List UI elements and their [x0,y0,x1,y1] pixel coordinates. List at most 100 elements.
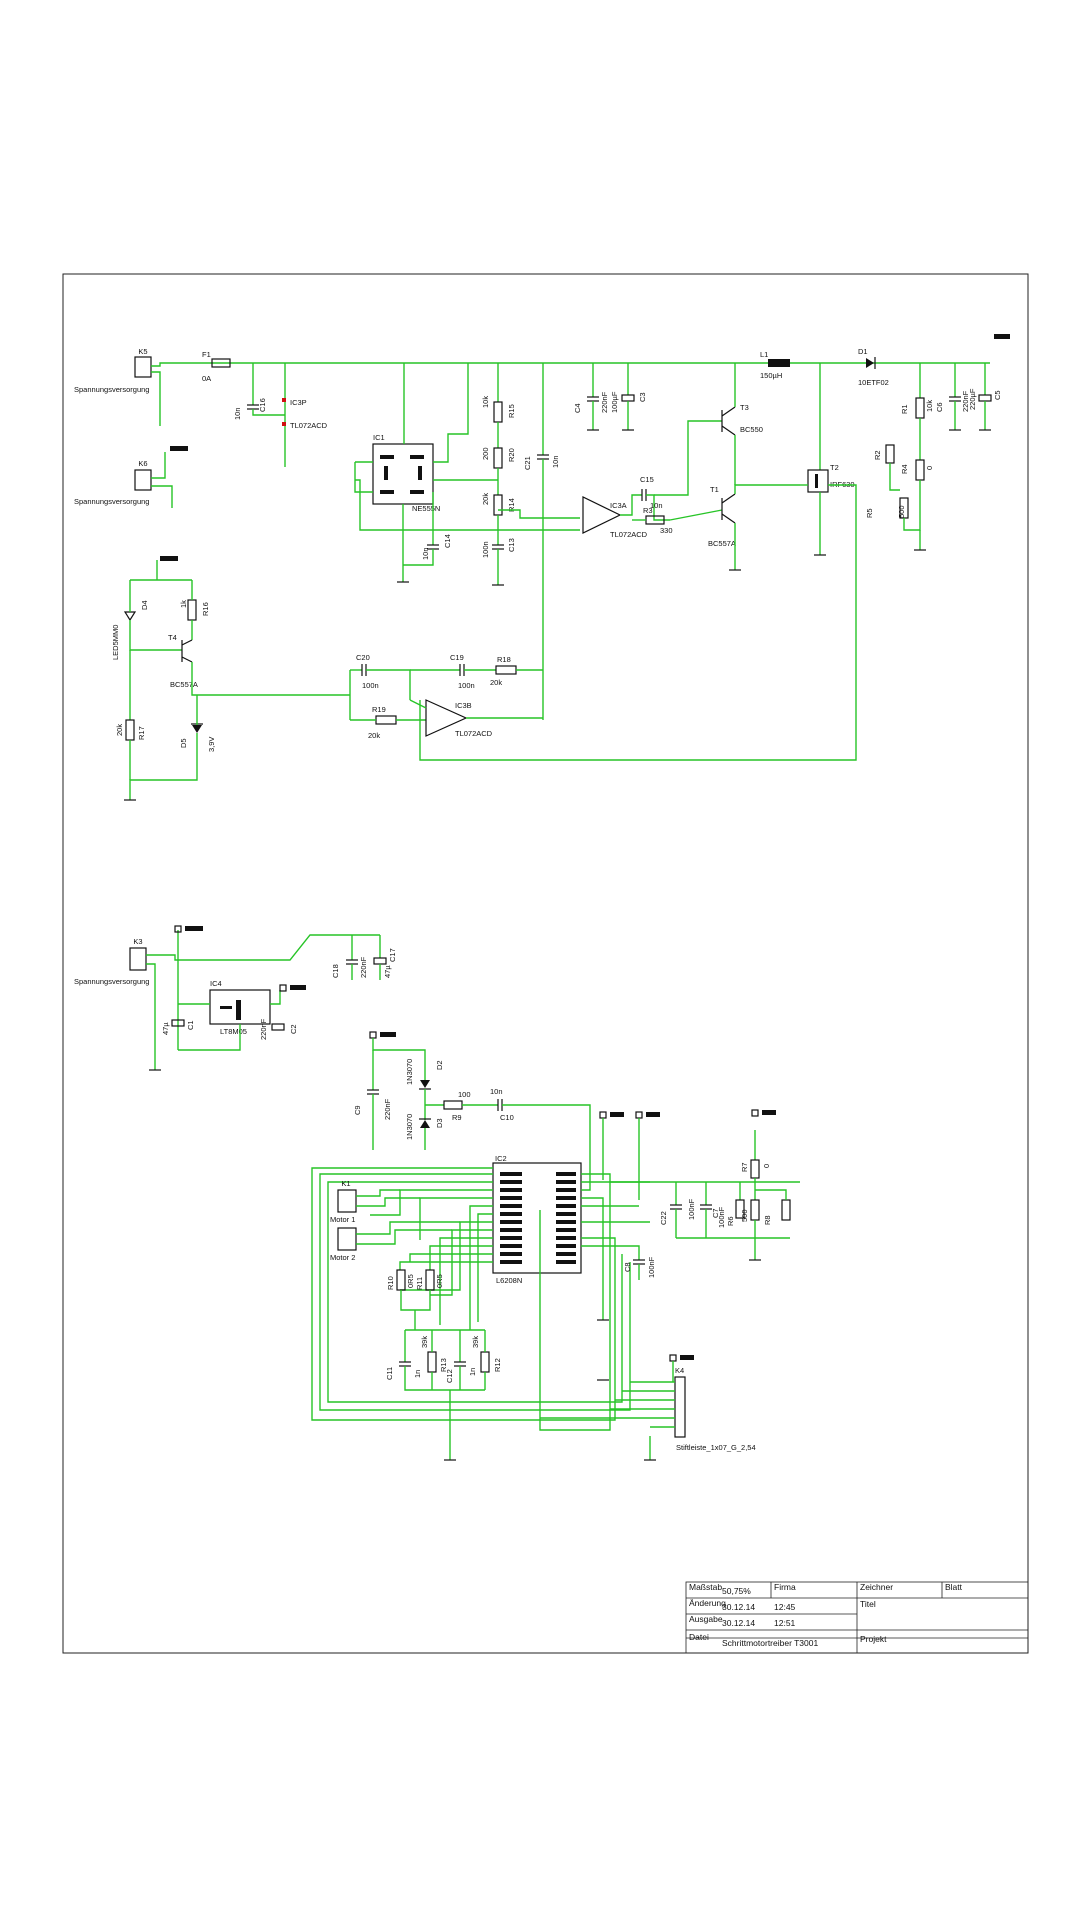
connector-motor1 [337,1189,357,1213]
label-f1v: 0A [202,374,211,383]
zener-d5 [192,725,202,733]
label-r15: R15 [507,404,516,418]
zeichner-label: Zeichner [860,1582,893,1592]
mosfet-t2 [807,469,829,493]
label-r19: R19 [372,705,386,714]
label-r9v: 100 [458,1090,471,1099]
drawing-frame [62,273,1029,1654]
label-r11: R11 [415,1277,424,1290]
ic2-pins-right [556,1172,576,1264]
label-c11v: 1n [413,1370,422,1378]
resistor-r18 [495,665,517,675]
label-c9: C9 [353,1105,362,1115]
resistor-r4 [915,459,925,481]
diode-d3 [420,1120,430,1128]
connector-k5 [134,356,152,378]
connector-motor2 [337,1227,357,1251]
label-c2: C2 [289,1024,298,1034]
label-r14v: 20k [481,493,490,505]
label-r17: R17 [137,726,146,740]
label-r9: R9 [452,1113,462,1122]
label-k1: K1 [341,1179,350,1188]
label-c4v: 220nF [600,391,609,413]
resistor-r19 [375,715,397,725]
header-k4 [674,1376,686,1438]
resistor-r14 [493,494,503,516]
label-ic1: IC1 [373,433,385,442]
label-c4: C4 [573,403,582,413]
label-r7v: 0 [762,1164,771,1168]
label-r13v: 39k [420,1336,429,1348]
label-c16: C16 [258,398,267,412]
label-c12: C12 [445,1369,454,1383]
label-k5: K5 [138,347,147,356]
title-block: Maßstab 50,75% Firma Zeichner Blatt Tite… [685,1581,1029,1654]
label-c7v: 100nF [717,1206,726,1228]
label-r5v: 500 [897,505,906,518]
label-r12: R12 [493,1358,502,1372]
resistor-r9 [443,1100,463,1110]
label-r7: R7 [740,1162,749,1172]
opamp-ic3b [425,699,468,737]
label-r13: R13 [439,1358,448,1372]
label-f1: F1 [202,350,211,359]
label-c10: C10 [500,1113,514,1122]
label-d3v: 1N3070 [405,1114,414,1140]
cap-c17 [373,957,387,965]
label-c22: C22 [659,1211,668,1225]
label-c1v: 47µ [161,1022,170,1035]
label-c9v: 220nF [383,1098,392,1120]
regulator-section: K3 Spannungsversorgung C1 47µ IC4 LT8M05… [74,925,397,1071]
resistor-r20 [493,447,503,469]
blatt-label: Blatt [945,1582,963,1592]
label-r1: R1 [900,404,909,414]
label-c13: C13 [507,538,516,552]
massstab-label: Maßstab [689,1582,722,1592]
cap-c2 [271,1023,285,1031]
driver-section: C9 220nF D2 1N3070 D3 1N3070 100 R9 10n … [311,1031,800,1461]
label-c5: C5 [993,390,1002,400]
cap-c1 [171,1019,185,1027]
label-c15v: 10n [650,501,663,510]
label-d1: D1 [858,347,868,356]
resistor-r1 [915,397,925,419]
label-r18v: 20k [490,678,502,687]
label-d2: D2 [435,1060,444,1070]
datei-label: Datei [689,1632,709,1642]
ic2-pins-left [500,1172,522,1264]
opamp-ic3a [582,496,622,534]
label-t3: T3 [740,403,749,412]
label-d1v: 10ETF02 [858,378,889,387]
ausgabe-time: 12:51 [774,1618,796,1628]
label-k6: K6 [138,459,147,468]
label-r15v: 10k [481,396,490,408]
label-c19: C19 [450,653,464,662]
inductor-l1 [768,359,790,367]
diode-d2 [420,1080,430,1088]
firma-label: Firma [774,1582,796,1592]
label-c16v: 10n [233,407,242,420]
resistor-r15 [493,401,503,423]
ic2-l6208n [492,1162,582,1274]
label-ic2: IC2 [495,1154,507,1163]
label-c12v: 1n [468,1368,477,1376]
label-d4: D4 [140,600,149,610]
aenderung-date: 30.12.14 [722,1602,755,1612]
label-r8: R8 [763,1215,772,1225]
label-c21: C21 [523,456,532,470]
label-ic3av: TL072ACD [610,530,648,539]
connector-k3 [129,947,147,971]
label-c15: C15 [640,475,654,484]
label-c14v: 10n [421,547,430,560]
label-r12v: 39k [471,1336,480,1348]
label-r3v: 330 [660,526,673,535]
label-t3v: BC550 [740,425,763,434]
label-r2: R2 [873,450,882,460]
titel-label: Titel [860,1599,876,1609]
resistor-r13 [427,1351,437,1373]
label-l1v: 150µH [760,371,782,380]
diode-d1 [866,358,874,368]
cap-c5 [978,394,992,402]
label-c20v: 100n [362,681,379,690]
massstab-value: 50,75% [722,1586,751,1596]
